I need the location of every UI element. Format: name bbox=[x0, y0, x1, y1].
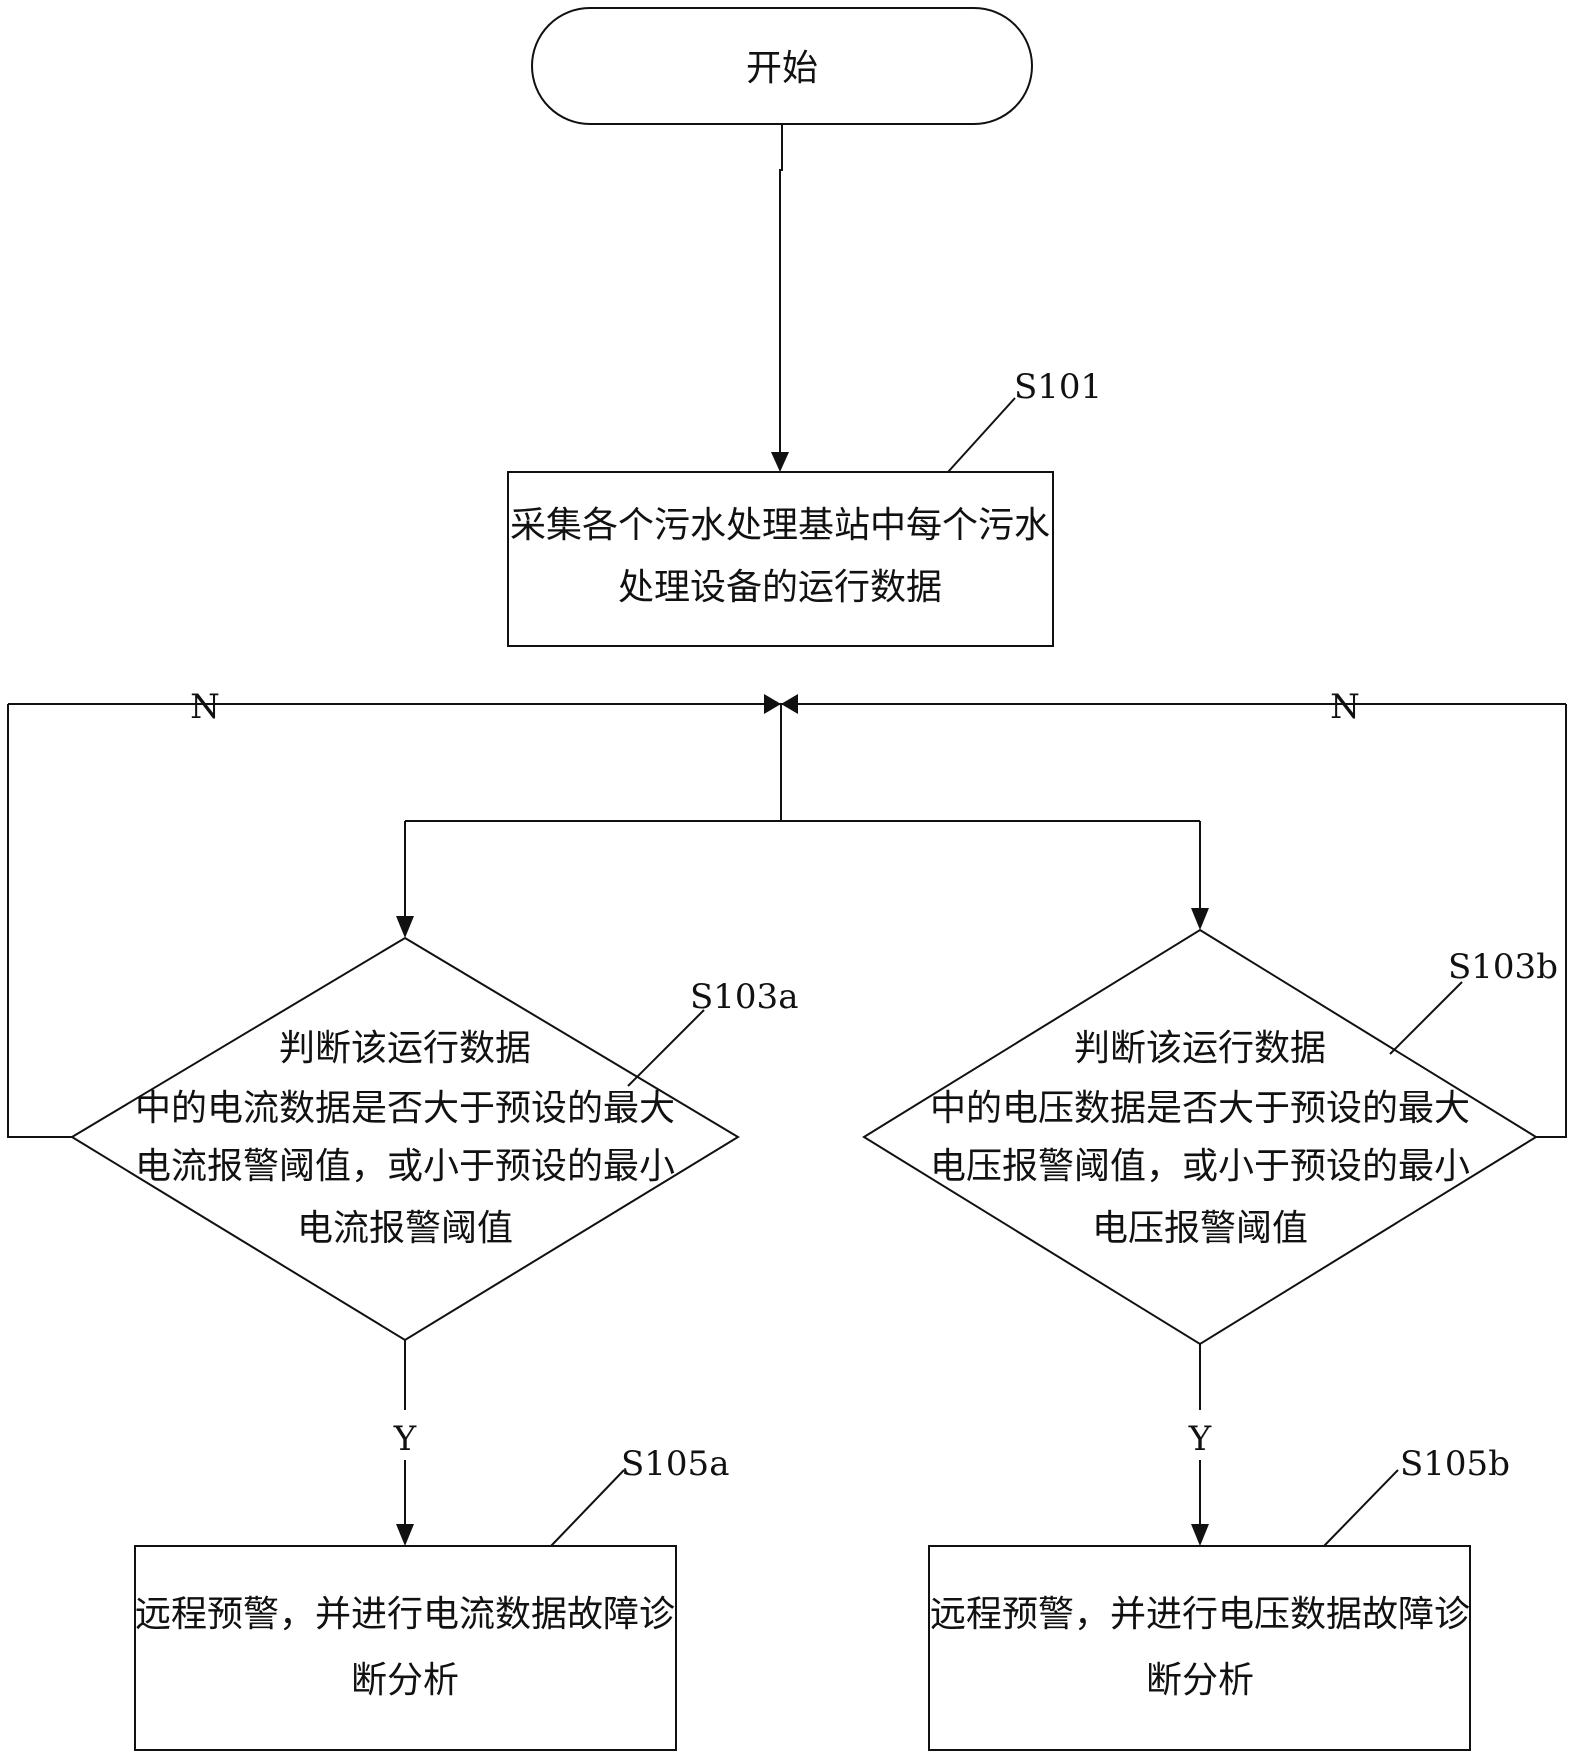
arrow-into-s103a bbox=[396, 916, 414, 938]
s103b-text-line-2: 中的电压数据是否大于预设的最大 bbox=[930, 1088, 1470, 1129]
s105a-text-line-2: 断分析 bbox=[351, 1660, 459, 1701]
s103a-step-label: S103a bbox=[690, 977, 798, 1017]
s105a-step-label: S105a bbox=[621, 1444, 729, 1484]
start-text: 开始 bbox=[746, 48, 818, 89]
s103b-no-loop bbox=[1536, 704, 1567, 1138]
s105b-leader-line bbox=[1323, 1469, 1399, 1547]
s103a-text-line-4: 电流报警阈值 bbox=[297, 1208, 513, 1249]
s105b-text-line-1: 远程预警，并进行电压数据故障诊 bbox=[930, 1594, 1470, 1635]
connector-start-to-s101 bbox=[779, 124, 783, 456]
s103a-decision bbox=[70, 936, 740, 1342]
y-label-right: Y bbox=[1188, 1419, 1212, 1459]
s103b-text-line-3: 电压报警阈值，或小于预设的最小 bbox=[930, 1146, 1470, 1187]
arrow-into-s105a bbox=[396, 1524, 414, 1546]
s103a-text-line-1: 判断该运行数据 bbox=[279, 1028, 531, 1069]
s103b-step-label: S103b bbox=[1448, 947, 1558, 987]
y-label-left-bg bbox=[388, 1410, 422, 1460]
arrow-into-s103b bbox=[1191, 908, 1209, 930]
s101-leader-line bbox=[947, 397, 1016, 473]
s101-step-label: S101 bbox=[1014, 367, 1102, 407]
s103a-no-loop bbox=[7, 704, 72, 1138]
s105a-leader-line bbox=[550, 1469, 625, 1547]
arrow-into-s101 bbox=[771, 452, 789, 472]
n-label-right: N bbox=[1330, 687, 1360, 727]
s103a-text-line-2: 中的电流数据是否大于预设的最大 bbox=[135, 1088, 675, 1129]
junction-arrow-right-loop bbox=[781, 694, 798, 714]
y-label-left: Y bbox=[393, 1419, 417, 1459]
s103b-text-line-1: 判断该运行数据 bbox=[1074, 1028, 1326, 1069]
junction-arrow-left-loop bbox=[764, 694, 781, 714]
s103b-leader-line bbox=[1389, 981, 1463, 1055]
s105b-text-line-2: 断分析 bbox=[1146, 1660, 1254, 1701]
s103a-text-line-3: 电流报警阈值，或小于预设的最小 bbox=[135, 1146, 675, 1187]
s101-text-line-2: 处理设备的运行数据 bbox=[618, 567, 942, 608]
y-label-right-bg bbox=[1183, 1410, 1217, 1460]
s105b-step-label: S105b bbox=[1400, 1444, 1510, 1484]
arrow-into-s105b bbox=[1191, 1524, 1209, 1546]
s105a-text-line-1: 远程预警，并进行电流数据故障诊 bbox=[135, 1594, 675, 1635]
s103a-leader-line bbox=[627, 1009, 705, 1087]
n-label-left: N bbox=[190, 687, 220, 727]
s105a-process-box bbox=[134, 1545, 677, 1751]
s105b-process-box bbox=[928, 1545, 1471, 1751]
s103b-decision bbox=[862, 928, 1538, 1346]
s101-text-line-1: 采集各个污水处理基站中每个污水 bbox=[510, 505, 1050, 546]
s101-process-box bbox=[507, 471, 1054, 647]
s103b-text-line-4: 电压报警阈值 bbox=[1092, 1208, 1308, 1249]
